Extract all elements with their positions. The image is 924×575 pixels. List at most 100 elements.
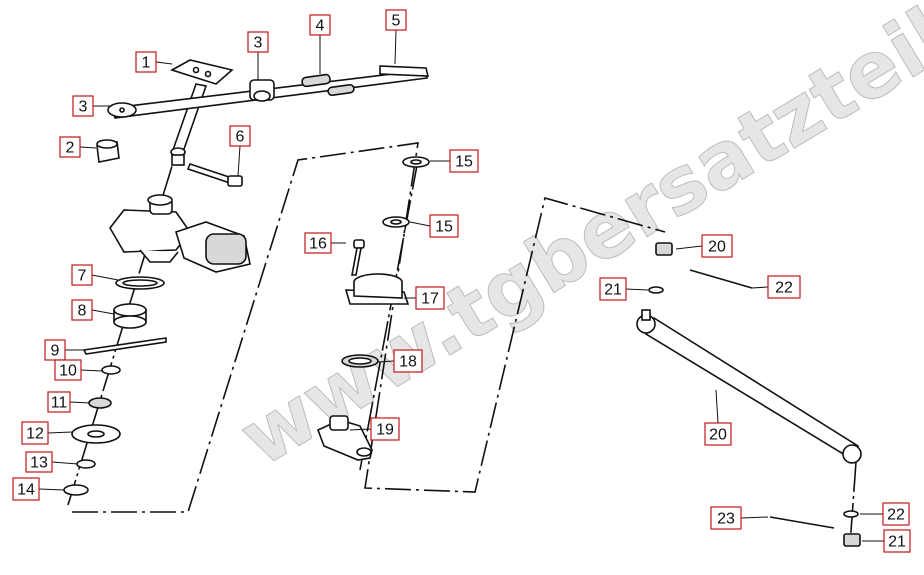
callout-label: 16 xyxy=(309,236,327,253)
callout-box xyxy=(370,417,400,441)
callout-label: 20 xyxy=(708,239,726,256)
callout-label: 14 xyxy=(17,482,35,499)
callout-2: 2 xyxy=(59,136,97,158)
part-ball-joint-nut-lower xyxy=(843,533,861,547)
callout-label: 13 xyxy=(30,455,48,472)
part-pivot-housing xyxy=(344,273,410,305)
callout-1: 1 xyxy=(135,51,173,73)
part-link-clamp xyxy=(249,79,275,102)
callout-20: 20 xyxy=(675,234,733,258)
callout-16: 16 xyxy=(304,232,346,254)
callout-box xyxy=(882,502,910,526)
part-flange xyxy=(71,424,121,444)
part-cotter-pin-lower xyxy=(769,516,835,529)
callout-label: 15 xyxy=(455,154,473,171)
callout-23: 23 xyxy=(710,506,769,530)
part-screw xyxy=(351,239,365,276)
callout-box xyxy=(12,477,40,501)
part-bolt xyxy=(186,163,243,187)
callout-label: 1 xyxy=(142,55,151,72)
callout-7: 7 xyxy=(71,264,119,286)
callout-leader xyxy=(79,146,97,149)
part-rod-upper xyxy=(379,65,430,77)
part-washer-tie-lower xyxy=(843,510,859,518)
callout-box xyxy=(704,422,732,446)
callout-label: 6 xyxy=(236,129,245,146)
callout-9: 9 xyxy=(44,339,84,361)
callout-label: 4 xyxy=(316,18,325,35)
callout-label: 21 xyxy=(604,282,622,299)
callout-17: 17 xyxy=(404,286,445,310)
callout-leader xyxy=(69,401,91,404)
callout-8: 8 xyxy=(71,299,115,321)
callout-label: 15 xyxy=(435,219,453,236)
callout-box xyxy=(710,506,742,530)
callout-20: 20 xyxy=(704,389,732,446)
callout-box xyxy=(385,9,407,31)
callout-leader xyxy=(155,61,173,65)
callout-19: 19 xyxy=(349,417,400,441)
callout-leader xyxy=(394,29,397,65)
part-circlip xyxy=(63,484,89,496)
callout-15: 15 xyxy=(409,214,459,238)
callout-3: 3 xyxy=(72,95,112,117)
callout-box xyxy=(47,391,71,413)
part-washer-upper xyxy=(402,156,430,168)
callout-label: 5 xyxy=(392,13,401,30)
callout-leader xyxy=(91,309,115,315)
part-cotter-pin-upper xyxy=(689,269,753,289)
callout-box xyxy=(415,286,445,310)
callout-box xyxy=(599,277,627,301)
callout-label: 9 xyxy=(51,343,60,360)
callout-box xyxy=(54,359,82,381)
callout-leader xyxy=(409,221,431,227)
callout-box xyxy=(135,51,157,73)
callout-leader xyxy=(625,288,649,291)
callout-22: 22 xyxy=(860,502,910,526)
callout-label: 12 xyxy=(26,426,44,443)
callout-label: 11 xyxy=(51,395,68,412)
part-washer-small xyxy=(101,365,121,375)
lower-link-axis xyxy=(849,461,857,546)
callout-5: 5 xyxy=(385,9,407,65)
callout-21: 21 xyxy=(862,529,911,553)
part-bushing xyxy=(96,139,120,163)
callout-15: 15 xyxy=(430,149,479,173)
callout-label: 7 xyxy=(78,268,87,285)
part-nut xyxy=(88,397,112,409)
callout-box xyxy=(449,149,479,173)
callout-box xyxy=(21,421,49,445)
callout-leader xyxy=(237,145,241,177)
callout-label: 21 xyxy=(888,534,906,551)
callout-leader xyxy=(80,369,103,372)
callout-10: 10 xyxy=(54,359,103,381)
part-damper xyxy=(301,73,355,97)
callout-box xyxy=(72,95,94,117)
callout-label: 3 xyxy=(79,99,88,116)
callout-11: 11 xyxy=(47,391,91,413)
callout-box xyxy=(883,529,911,553)
callout-14: 14 xyxy=(12,477,65,501)
callout-label: 10 xyxy=(59,363,77,380)
callout-leader xyxy=(47,431,73,434)
part-washer-lower xyxy=(382,216,410,228)
callout-box xyxy=(701,234,733,258)
part-tie-rod xyxy=(636,309,862,464)
callout-21: 21 xyxy=(599,277,649,301)
callout-box xyxy=(429,214,459,238)
callout-label: 18 xyxy=(399,354,417,371)
callout-12: 12 xyxy=(21,421,73,445)
callout-box xyxy=(393,349,423,373)
callout-box xyxy=(59,136,81,158)
callout-leader xyxy=(51,461,79,465)
callout-label: 22 xyxy=(887,507,905,524)
part-ball-joint-nut-upper xyxy=(655,242,673,256)
callout-leader xyxy=(715,389,719,424)
part-bearing xyxy=(113,303,147,329)
callout-label: 8 xyxy=(78,303,87,320)
callout-label: 3 xyxy=(254,35,263,52)
callout-box xyxy=(25,451,53,473)
callout-leader xyxy=(675,245,703,250)
callout-box xyxy=(247,31,269,53)
